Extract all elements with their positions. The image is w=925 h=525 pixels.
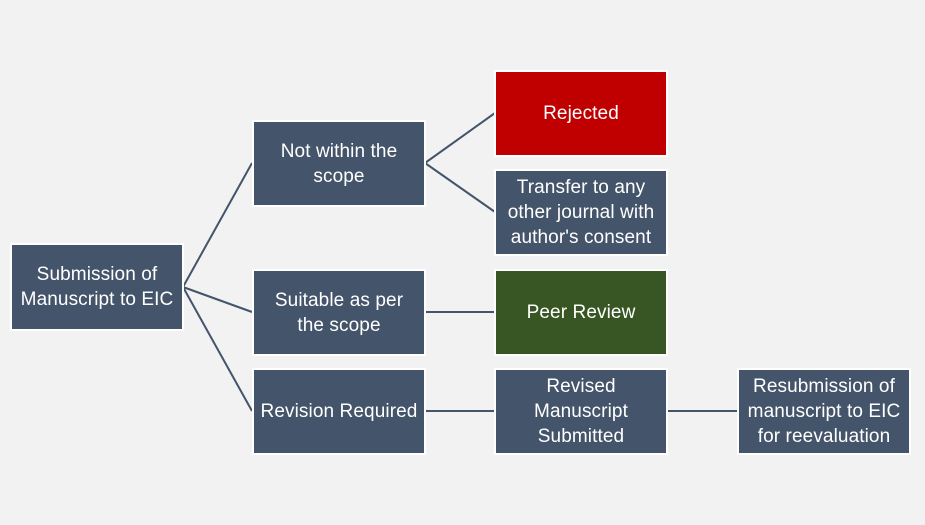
node-suitable-scope: Suitable as per the scope (252, 269, 426, 356)
node-not-within-scope: Not within the scope (252, 120, 426, 207)
connector-not-within-scope-to-transfer (424, 162, 496, 213)
node-peer-review: Peer Review (494, 269, 668, 356)
node-revised-manuscript: Revised Manuscript Submitted (494, 368, 668, 455)
connector-submission-to-not-within-scope (182, 162, 253, 288)
connector-submission-to-revision-required (182, 286, 253, 412)
node-rejected: Rejected (494, 70, 668, 157)
node-revision-required: Revision Required (252, 368, 426, 455)
node-resubmission: Resubmission of manuscript to EIC for re… (737, 368, 911, 455)
node-submission: Submission of Manuscript to EIC (10, 243, 184, 331)
connector-submission-to-suitable-scope (182, 286, 253, 313)
node-transfer: Transfer to any other journal with autho… (494, 169, 668, 256)
connector-not-within-scope-to-rejected (424, 112, 496, 164)
